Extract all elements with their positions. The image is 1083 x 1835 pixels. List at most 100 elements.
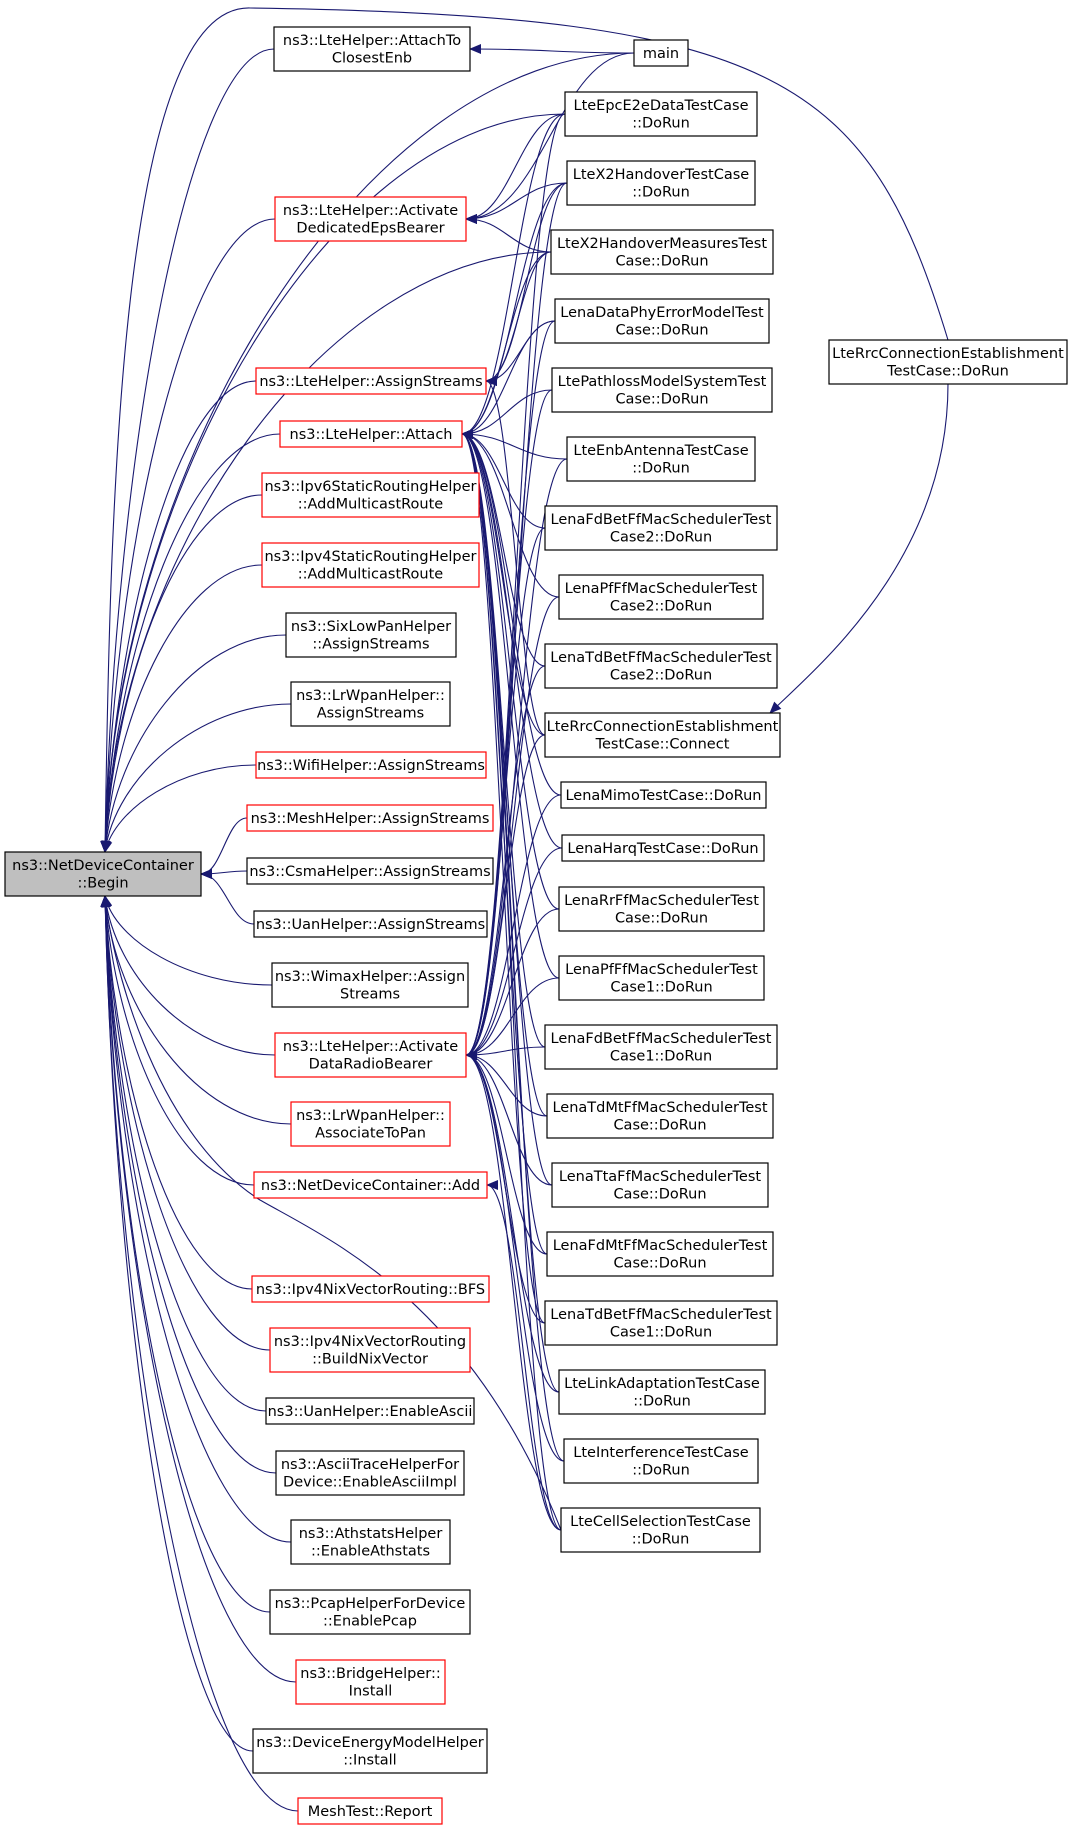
node-label-line: ::AddMulticastRoute — [298, 567, 444, 583]
edge-epc-e2e-to-activate-dedicated-eps-bearer — [465, 113, 566, 224]
node-label-line: ::Install — [343, 1753, 396, 1769]
node-label-line: LtePathlossModelSystemTest — [558, 374, 767, 390]
node-label-line: ns3::MeshHelper::AssignStreams — [251, 811, 490, 827]
node-x2-handover[interactable]: LteX2HandoverTestCase::DoRun — [566, 160, 756, 206]
node-label-line: ns3::AthstatsHelper — [299, 1526, 443, 1542]
node-six-low-pan[interactable]: ns3::SixLowPanHelper::AssignStreams — [285, 612, 457, 658]
node-box — [544, 712, 781, 758]
node-wifi-assign[interactable]: ns3::WifiHelper::AssignStreams — [255, 751, 487, 779]
node-wimax-assign[interactable]: ns3::WimaxHelper::AssignStreams — [271, 962, 469, 1008]
edge-six-low-pan-to-root — [101, 634, 287, 853]
edge-energy-install-to-root — [100, 895, 254, 1752]
node-athstats[interactable]: ns3::AthstatsHelper::EnableAthstats — [290, 1519, 451, 1565]
node-label-line: Case2::DoRun — [610, 599, 712, 615]
edge-phy-error-to-lte-attach — [461, 320, 556, 439]
node-mesh-assign[interactable]: ns3::MeshHelper::AssignStreams — [246, 804, 494, 832]
node-label-line: Case::DoRun — [613, 1118, 706, 1134]
node-box — [558, 1369, 766, 1415]
edge-td-bet2-to-activate-data-radio-bearer — [465, 665, 546, 1060]
node-ipv6-add-multicast[interactable]: ns3::Ipv6StaticRoutingHelper::AddMultica… — [261, 472, 480, 518]
node-box — [273, 26, 471, 72]
node-box — [253, 910, 488, 938]
node-ascii-trace[interactable]: ns3::AsciiTraceHelperForDevice::EnableAs… — [275, 1450, 465, 1496]
edge-attach-to-closest-enb-to-root — [100, 48, 275, 853]
node-label-line: LenaPfFfMacSchedulerTest — [565, 962, 758, 978]
node-mimo[interactable]: LenaMimoTestCase::DoRun — [560, 781, 767, 809]
node-box — [251, 1275, 490, 1303]
node-uan-ascii[interactable]: ns3::UanHelper::EnableAscii — [265, 1397, 475, 1425]
node-label-line: ns3::LteHelper::Attach — [290, 427, 453, 443]
node-nix-bfs[interactable]: ns3::Ipv4NixVectorRouting::BFS — [251, 1275, 490, 1303]
edge-mesh-report-to-root — [100, 895, 299, 1812]
edge-uan-ascii-to-root — [100, 895, 267, 1412]
node-uan-assign[interactable]: ns3::UanHelper::AssignStreams — [253, 910, 488, 938]
node-activate-dedicated-eps-bearer[interactable]: ns3::LteHelper::ActivateDedicatedEpsBear… — [274, 196, 467, 242]
node-label-line: Device::EnableAsciiImpl — [283, 1475, 457, 1491]
node-label-line: ns3::WifiHelper::AssignStreams — [257, 758, 485, 774]
node-box — [633, 39, 689, 67]
edge-mesh-assign-to-root — [200, 817, 248, 879]
node-label-line: ns3::LrWpanHelper:: — [296, 1108, 445, 1124]
node-rrc-connect[interactable]: LteRrcConnectionEstablishmentTestCase::C… — [544, 712, 781, 758]
node-energy-install[interactable]: ns3::DeviceEnergyModelHelper::Install — [252, 1728, 488, 1774]
node-label-line: ns3::LteHelper::Activate — [283, 1039, 458, 1055]
node-label-line: ns3::WimaxHelper::Assign — [275, 969, 465, 985]
node-label-line: ns3::BridgeHelper:: — [300, 1666, 440, 1682]
node-ipv4-add-multicast[interactable]: ns3::Ipv4StaticRoutingHelper::AddMultica… — [261, 542, 480, 588]
edge-lr-wpan-assign-to-root — [101, 703, 292, 853]
edge-enb-antenna-to-lte-attach — [461, 429, 568, 460]
node-cell-selection[interactable]: LteCellSelectionTestCase::DoRun — [560, 1507, 761, 1553]
node-link-adapt[interactable]: LteLinkAdaptationTestCase::DoRun — [558, 1369, 766, 1415]
node-rrc-do-run[interactable]: LteRrcConnectionEstablishmentTestCase::D… — [828, 339, 1068, 385]
node-harq[interactable]: LenaHarqTestCase::DoRun — [561, 834, 765, 862]
node-nix-build[interactable]: ns3::Ipv4NixVectorRouting::BuildNixVecto… — [269, 1327, 471, 1373]
node-lr-wpan-assign[interactable]: ns3::LrWpanHelper::AssignStreams — [290, 681, 451, 727]
node-label-line: ns3::NetDeviceContainer — [12, 858, 194, 874]
node-associate-to-pan[interactable]: ns3::LrWpanHelper::AssociateToPan — [290, 1101, 451, 1147]
edge-x2-handover-to-activate-dedicated-eps-bearer — [465, 182, 568, 224]
node-box — [290, 681, 451, 727]
edge-ascii-trace-to-root — [100, 895, 277, 1474]
node-box — [246, 804, 494, 832]
node-interference[interactable]: LteInterferenceTestCase::DoRun — [563, 1438, 759, 1484]
node-bridge-install[interactable]: ns3::BridgeHelper::Install — [295, 1659, 446, 1705]
node-csma-assign[interactable]: ns3::CsmaHelper::AssignStreams — [246, 857, 494, 885]
node-label-line: LenaFdMtFfMacSchedulerTest — [553, 1238, 768, 1254]
node-enb-antenna[interactable]: LteEnbAntennaTestCase::DoRun — [566, 436, 756, 482]
node-label-line: LteX2HandoverMeasuresTest — [557, 236, 767, 252]
node-label-line: Case::DoRun — [615, 323, 708, 339]
node-label-line: ::DoRun — [632, 1463, 690, 1479]
node-pcap[interactable]: ns3::PcapHelperForDevice::EnablePcap — [269, 1589, 471, 1635]
node-epc-e2e[interactable]: LteEpcE2eDataTestCase::DoRun — [564, 91, 758, 137]
node-lte-assign-streams[interactable]: ns3::LteHelper::AssignStreams — [255, 367, 487, 395]
node-box — [566, 436, 756, 482]
node-label-line: Streams — [340, 987, 400, 1003]
node-label-line: ns3::Ipv4NixVectorRouting::BFS — [256, 1282, 485, 1298]
node-main[interactable]: main — [633, 39, 689, 67]
node-lte-attach[interactable]: ns3::LteHelper::Attach — [279, 420, 463, 448]
node-box — [563, 1438, 759, 1484]
edge-rrc-connect-to-lte-attach — [461, 429, 546, 736]
node-mesh-report[interactable]: MeshTest::Report — [297, 1797, 443, 1825]
node-box — [558, 574, 764, 620]
node-root[interactable]: ns3::NetDeviceContainer::Begin — [4, 851, 202, 897]
node-ndc-add[interactable]: ns3::NetDeviceContainer::Add — [253, 1171, 488, 1199]
node-label-line: LenaFdBetFfMacSchedulerTest — [551, 1031, 772, 1047]
node-label-line: ns3::NetDeviceContainer::Add — [261, 1178, 480, 1194]
node-label-line: LteRrcConnectionEstablishment — [547, 719, 779, 735]
